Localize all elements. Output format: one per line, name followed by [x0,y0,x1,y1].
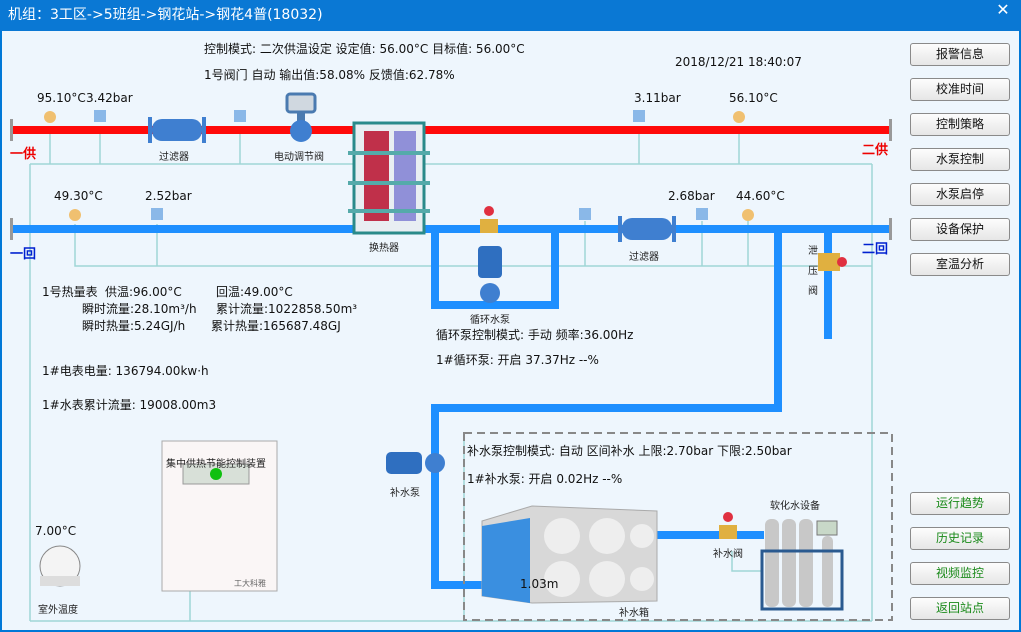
primary-supply-temp: 95.10°C [37,91,86,105]
power-meter: 1#电表电量: 136794.00kw·h [42,364,209,378]
secondary-supply-label: 二供 [862,143,889,158]
heat-meter-return: 回温:49.00°C [216,285,293,299]
heat-meter-heat: 瞬时热量:5.24GJ/h [82,319,186,333]
tank-label: 补水箱 [619,608,649,619]
heat-meter-total-flow: 累计流量:1022858.50m³ [216,302,358,316]
control-valve-label: 电动调节阀 [274,152,324,163]
primary-return-label: 一回 [10,247,37,262]
makeup-pump-icon [386,452,445,474]
circ-pump-mode: 循环泵控制模式: 手动 频率:36.00Hz [436,328,634,342]
primary-supply-label: 一供 [10,147,37,162]
datetime: 2018/12/21 18:40:07 [675,55,802,69]
relief-valve-label: 泄压阀 [808,246,818,297]
makeup-pump-1-status: 1#补水泵: 开启 0.02Hz --% [467,472,623,486]
control-strategy-button[interactable]: 控制策略 [910,113,1010,136]
pipe-diagram [10,92,893,622]
controller-brand: 工大科雅 [234,579,266,588]
makeup-valve-label: 补水阀 [713,549,743,560]
makeup-section-border [463,432,893,621]
schematic-canvas: 控制模式: 二次供温设定 设定值: 56.00°C 目标值: 56.00°C 1… [2,31,1019,630]
window-title: 机组：3工区->5班组->钢花站->钢花4普(18032) [8,7,323,23]
filter1-label: 过滤器 [159,152,189,163]
tank-level: 1.03m [520,577,559,591]
filter-icons [148,117,676,242]
secondary-supply-pressure: 3.11bar [634,91,681,105]
return-station-button[interactable]: 返回站点 [910,597,1010,620]
secondary-return-label: 二回 [862,242,889,257]
pump-start-stop-button[interactable]: 水泵启停 [910,183,1010,206]
run-trend-button[interactable]: 运行趋势 [910,492,1010,515]
history-button[interactable]: 历史记录 [910,527,1010,550]
control-mode-text: 控制模式: 二次供温设定 设定值: 56.00°C 目标值: 56.00°C [204,42,525,56]
makeup-pump-label: 补水泵 [390,488,420,499]
primary-return-pressure: 2.52bar [145,189,192,203]
softener-label: 软化水设备 [770,501,820,512]
water-meter: 1#水表累计流量: 19008.00m3 [42,398,217,412]
outdoor-label: 室外温度 [38,605,78,616]
controller-cabinet [161,440,278,592]
heat-meter-total-heat: 累计热量:165687.48GJ [211,319,341,333]
room-temp-analysis-button[interactable]: 室温分析 [910,253,1010,276]
secondary-supply-temp: 56.10°C [729,91,778,105]
gate-valve-icons [480,206,847,539]
filter2-label: 过滤器 [629,252,659,263]
exchanger-label: 换热器 [369,243,399,254]
circ-pump-1-status: 1#循环泵: 开启 37.37Hz --% [436,353,599,367]
outdoor-temp: 7.00°C [35,524,77,538]
primary-supply-pipe [10,126,892,134]
title-bar: 机组：3工区->5班组->钢花站->钢花4普(18032) [0,0,1021,31]
softener-icon [760,519,844,611]
sensor-icons [44,110,754,221]
water-tank [481,505,658,604]
secondary-return-pressure: 2.68bar [668,189,715,203]
outdoor-sensor-icon [39,545,81,587]
circulation-pump-icon [478,246,502,303]
calibrate-time-button[interactable]: 校准时间 [910,78,1010,101]
pump-control-button[interactable]: 水泵控制 [910,148,1010,171]
primary-return-pipe [10,225,892,233]
circ-pump-label: 循环水泵 [470,315,510,326]
circulation-loop [431,229,832,589]
heat-meter-flow: 瞬时流量:28.10m³/h [82,302,197,316]
primary-return-temp: 49.30°C [54,189,103,203]
control-valve-icon [285,92,317,142]
video-monitor-button[interactable]: 视频监控 [910,562,1010,585]
heat-meter-label: 1号热量表 [42,285,98,299]
equipment-protection-button[interactable]: 设备保护 [910,218,1010,241]
alarm-info-button[interactable]: 报警信息 [910,43,1010,66]
makeup-pump-mode: 补水泵控制模式: 自动 区间补水 上限:2.70bar 下限:2.50bar [467,444,792,458]
valve-status-text: 1号阀门 自动 输出值:58.08% 反馈值:62.78% [204,68,455,82]
heat-exchanger [348,121,430,235]
secondary-return-temp: 44.60°C [736,189,785,203]
controller-title: 集中供热节能控制装置 [166,459,266,470]
close-button[interactable]: ✕ [996,0,1010,19]
heat-meter-supply: 供温:96.00°C [105,285,182,299]
primary-supply-pressure: 3.42bar [86,91,133,105]
